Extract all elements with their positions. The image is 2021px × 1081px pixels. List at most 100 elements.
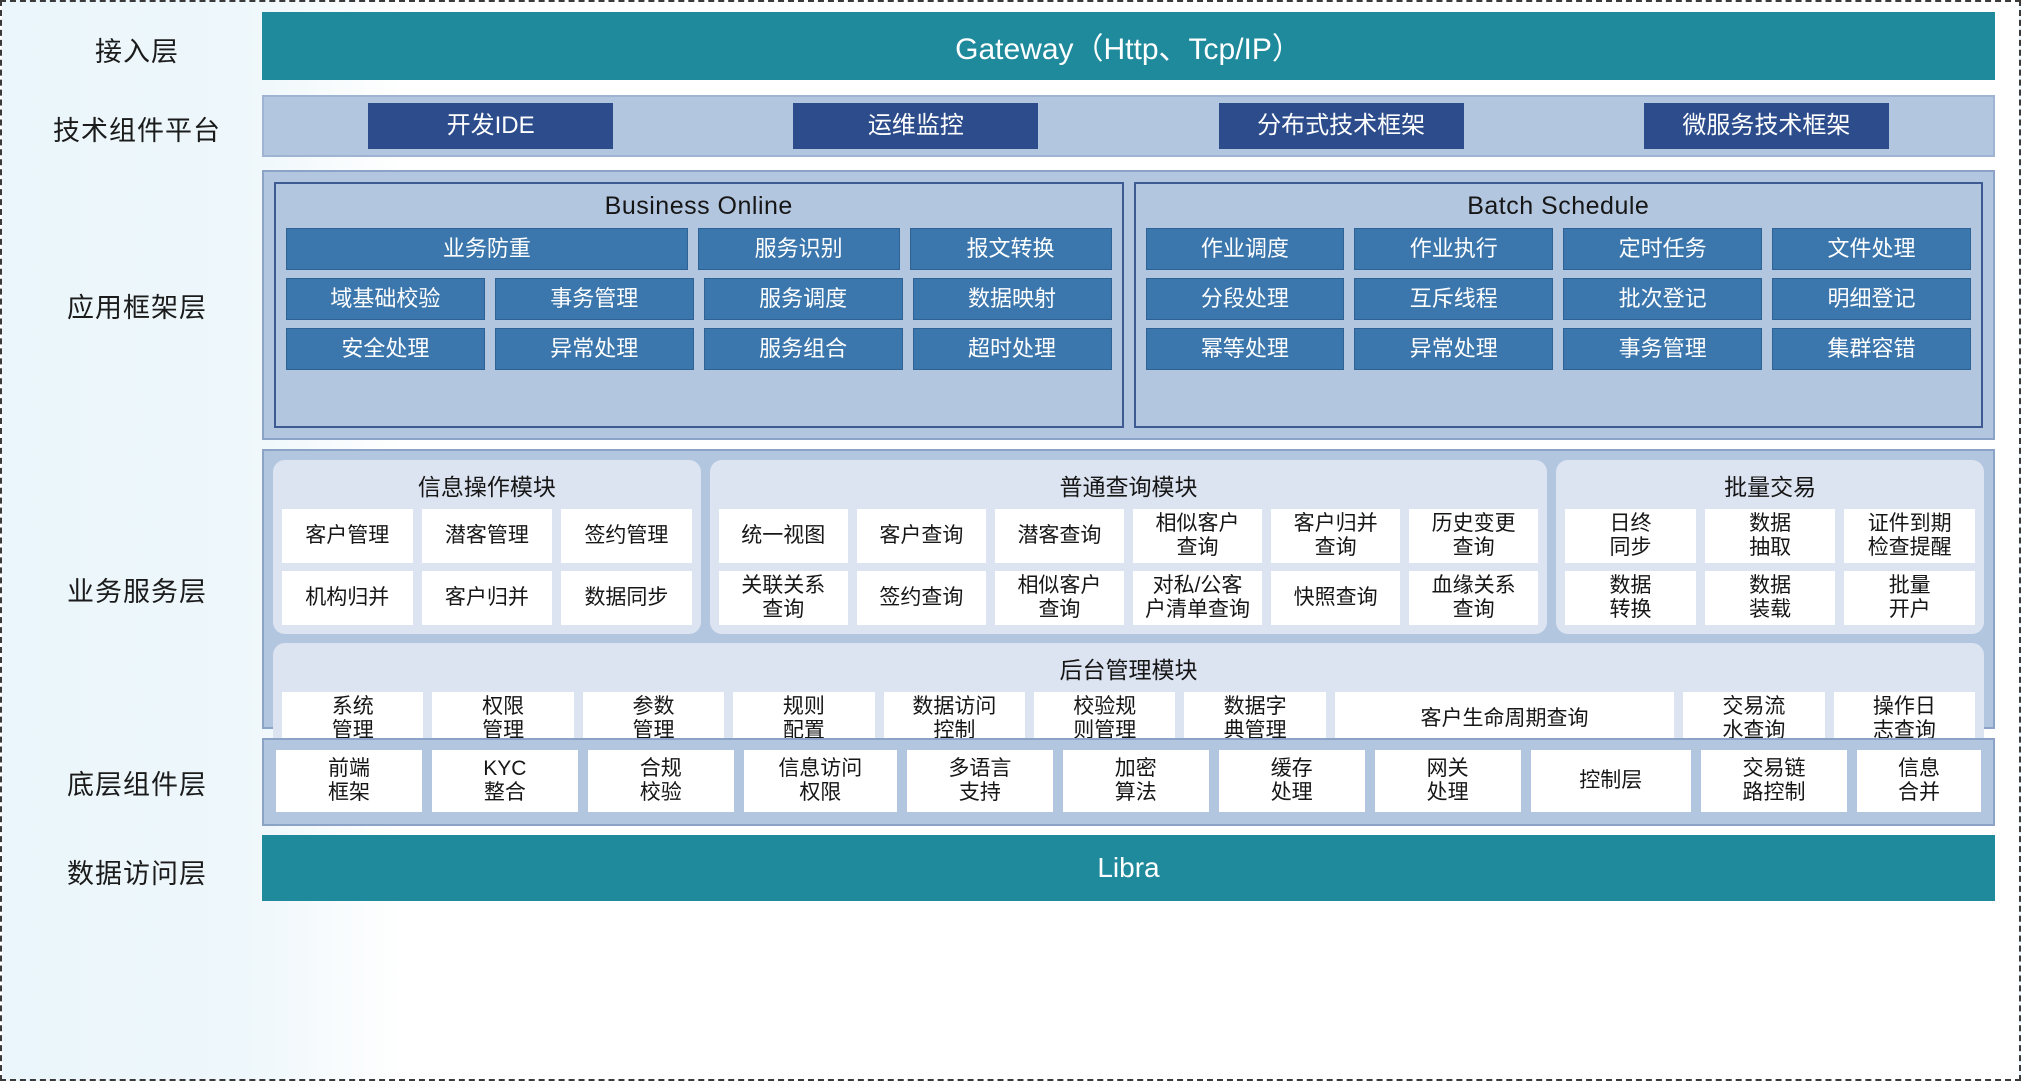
batch-transaction-grid: 日终 同步 数据 抽取 证件到期 检查提醒 数据 转换 数据 装载 批量 开户: [1565, 509, 1975, 625]
cell-exception-process-batch[interactable]: 异常处理: [1354, 328, 1554, 370]
cell-prospect-query[interactable]: 潜客查询: [994, 509, 1124, 563]
cell-similar-customer-query-2[interactable]: 相似客户 查询: [994, 571, 1124, 625]
layer-label-data: 数据访问层: [67, 858, 207, 889]
module-batch-transaction: 批量交易 日终 同步 数据 抽取 证件到期 检查提醒 数据 转换 数据 装载 批…: [1556, 460, 1984, 634]
cell-customer-merge[interactable]: 客户归并: [421, 571, 553, 625]
cell-history-change-query[interactable]: 历史变更 查询: [1409, 509, 1539, 563]
module-title-backoffice: 后台管理模块: [1059, 657, 1198, 683]
cell-org-merge[interactable]: 机构归并: [282, 571, 413, 625]
cell-batch-register[interactable]: 批次登记: [1563, 278, 1763, 320]
cell-customer-lifecycle-query[interactable]: 客户生命周期查询: [1334, 692, 1675, 746]
cell-data-sync[interactable]: 数据同步: [561, 571, 692, 625]
common-query-row-1: 统一视图 客户查询 潜客查询 相似客户 查询 客户归并 查询 历史变更 查询: [718, 509, 1539, 563]
cell-data-load[interactable]: 数据 装载: [1704, 571, 1836, 625]
cell-data-access-control[interactable]: 数据访问 控制: [883, 692, 1026, 746]
cell-private-public-customer-list-query[interactable]: 对私/公客 户清单查询: [1132, 571, 1263, 625]
cell-certificate-expiry-reminder[interactable]: 证件到期 检查提醒: [1844, 509, 1975, 563]
batch-transaction-row-1: 日终 同步 数据 抽取 证件到期 检查提醒: [1565, 509, 1975, 563]
tech-item-distributed-framework[interactable]: 分布式技术框架: [1218, 102, 1464, 150]
business-online-row-3: 安全处理 异常处理 服务组合 超时处理: [286, 328, 1112, 370]
cell-cluster-fault-tolerance[interactable]: 集群容错: [1772, 328, 1971, 370]
cell-job-execute[interactable]: 作业执行: [1354, 228, 1554, 270]
group-title-business-online: Business Online: [604, 192, 793, 220]
batch-schedule-grid: 作业调度 作业执行 定时任务 文件处理 分段处理 互斥线程 批次登记 明细登记: [1145, 228, 1971, 370]
cell-cache-process[interactable]: 缓存 处理: [1218, 750, 1365, 812]
module-title-info-operation: 信息操作模块: [417, 474, 556, 500]
cell-transaction-chain-control[interactable]: 交易链 路控制: [1701, 750, 1847, 812]
cell-transaction-flow-query[interactable]: 交易流 水查询: [1683, 692, 1825, 746]
cell-business-dedup[interactable]: 业务防重: [286, 228, 688, 270]
group-batch-schedule: Batch Schedule 作业调度 作业执行 定时任务 文件处理 分段处理 …: [1133, 182, 1983, 428]
cell-validation-rule-mgmt[interactable]: 校验规 则管理: [1034, 692, 1176, 746]
cell-transaction-mgmt-batch[interactable]: 事务管理: [1563, 328, 1763, 370]
tech-item-ops-monitor[interactable]: 运维监控: [793, 102, 1039, 150]
business-service-panel: 信息操作模块 客户管理 潜客管理 签约管理 机构归并 客户归并 数据同步: [262, 449, 1995, 755]
cell-frontend-framework[interactable]: 前端 框架: [276, 750, 422, 812]
cell-exception-process-online[interactable]: 异常处理: [494, 328, 694, 370]
business-online-grid: 业务防重 服务识别 报文转换 域基础校验 事务管理 服务调度 数据映射 安全处理: [286, 228, 1112, 370]
module-title-batch-transaction: 批量交易: [1724, 474, 1817, 500]
cell-service-composition[interactable]: 服务组合: [703, 328, 903, 370]
cell-snapshot-query[interactable]: 快照查询: [1271, 571, 1401, 625]
layer-label-appframe: 应用框架层: [67, 292, 207, 323]
cell-data-extract[interactable]: 数据 抽取: [1704, 509, 1836, 563]
batch-schedule-row-2: 分段处理 互斥线程 批次登记 明细登记: [1145, 278, 1971, 320]
cell-encryption-algorithm[interactable]: 加密 算法: [1062, 750, 1209, 812]
cell-customer-mgmt[interactable]: 客户管理: [282, 509, 413, 563]
app-framework-panel: Business Online 业务防重 服务识别 报文转换 域基础校验 事务管…: [262, 170, 1995, 440]
layer-row-bizsvc: 业务服务层 信息操作模块 客户管理 潜客管理 签约管理: [12, 449, 1995, 755]
cell-unified-view[interactable]: 统一视图: [718, 509, 848, 563]
cell-multilanguage-support[interactable]: 多语言 支持: [906, 750, 1053, 812]
cell-info-merge[interactable]: 信息 合并: [1856, 750, 1981, 812]
cell-similar-customer-query-1[interactable]: 相似客户 查询: [1132, 509, 1263, 563]
cell-security-process[interactable]: 安全处理: [286, 328, 485, 370]
cell-system-mgmt[interactable]: 系统 管理: [282, 692, 424, 746]
cell-kyc-integration[interactable]: KYC 整合: [431, 750, 578, 812]
cell-contract-query[interactable]: 签约查询: [856, 571, 986, 625]
cell-service-dispatch[interactable]: 服务调度: [703, 278, 903, 320]
cell-idempotent-process[interactable]: 幂等处理: [1145, 328, 1345, 370]
cell-job-schedule[interactable]: 作业调度: [1145, 228, 1345, 270]
tech-item-microservice-framework[interactable]: 微服务技术框架: [1643, 102, 1889, 150]
cell-segment-process[interactable]: 分段处理: [1145, 278, 1345, 320]
cell-eod-sync[interactable]: 日终 同步: [1565, 509, 1696, 563]
cell-mutex-thread[interactable]: 互斥线程: [1354, 278, 1554, 320]
cell-permission-mgmt[interactable]: 权限 管理: [432, 692, 574, 746]
cell-gateway-process[interactable]: 网关 处理: [1374, 750, 1521, 812]
cell-compliance-check[interactable]: 合规 校验: [587, 750, 734, 812]
module-info-operation: 信息操作模块 客户管理 潜客管理 签约管理 机构归并 客户归并 数据同步: [273, 460, 701, 634]
layer-row-appframe: 应用框架层 Business Online 业务防重 服务识别 报文转换 域基础…: [12, 170, 1995, 440]
cell-data-transform[interactable]: 数据 转换: [1565, 571, 1696, 625]
info-operation-grid: 客户管理 潜客管理 签约管理 机构归并 客户归并 数据同步: [282, 509, 692, 625]
cell-transaction-mgmt-online[interactable]: 事务管理: [494, 278, 694, 320]
cell-lineage-relationship-query[interactable]: 血缘关系 查询: [1409, 571, 1539, 625]
cell-domain-base-validate[interactable]: 域基础校验: [286, 278, 485, 320]
cell-customer-query[interactable]: 客户查询: [856, 509, 986, 563]
info-operation-row-1: 客户管理 潜客管理 签约管理: [282, 509, 692, 563]
cell-control-layer[interactable]: 控制层: [1530, 750, 1692, 812]
cell-batch-account-open[interactable]: 批量 开户: [1844, 571, 1975, 625]
common-query-grid: 统一视图 客户查询 潜客查询 相似客户 查询 客户归并 查询 历史变更 查询 关…: [718, 509, 1539, 625]
layer-label-bizsvc: 业务服务层: [67, 576, 207, 607]
libra-bar: Libra: [262, 835, 1995, 901]
cell-customer-merge-query[interactable]: 客户归并 查询: [1271, 509, 1401, 563]
cell-relationship-query[interactable]: 关联关系 查询: [718, 571, 848, 625]
cell-rule-config[interactable]: 规则 配置: [733, 692, 875, 746]
cell-operation-log-query[interactable]: 操作日 志查询: [1833, 692, 1976, 746]
cell-contract-mgmt[interactable]: 签约管理: [561, 509, 692, 563]
cell-data-dictionary-mgmt[interactable]: 数据字 典管理: [1184, 692, 1326, 746]
backoffice-row: 系统 管理 权限 管理 参数 管理 规则 配置 数据访问 控制 校验规 则管理 …: [282, 692, 1976, 746]
cell-message-convert[interactable]: 报文转换: [909, 228, 1112, 270]
cell-file-process[interactable]: 文件处理: [1772, 228, 1971, 270]
cell-parameter-mgmt[interactable]: 参数 管理: [582, 692, 725, 746]
cell-prospect-mgmt[interactable]: 潜客管理: [421, 509, 553, 563]
group-business-online: Business Online 业务防重 服务识别 报文转换 域基础校验 事务管…: [274, 182, 1124, 428]
cell-data-mapping[interactable]: 数据映射: [912, 278, 1112, 320]
cell-service-identify[interactable]: 服务识别: [697, 228, 900, 270]
cell-detail-register[interactable]: 明细登记: [1772, 278, 1971, 320]
common-query-row-2: 关联关系 查询 签约查询 相似客户 查询 对私/公客 户清单查询 快照查询 血缘…: [718, 571, 1539, 625]
tech-item-ide[interactable]: 开发IDE: [368, 102, 614, 150]
cell-timed-task[interactable]: 定时任务: [1563, 228, 1763, 270]
cell-info-access-permission[interactable]: 信息访问 权限: [743, 750, 897, 812]
cell-timeout-process[interactable]: 超时处理: [912, 328, 1112, 370]
